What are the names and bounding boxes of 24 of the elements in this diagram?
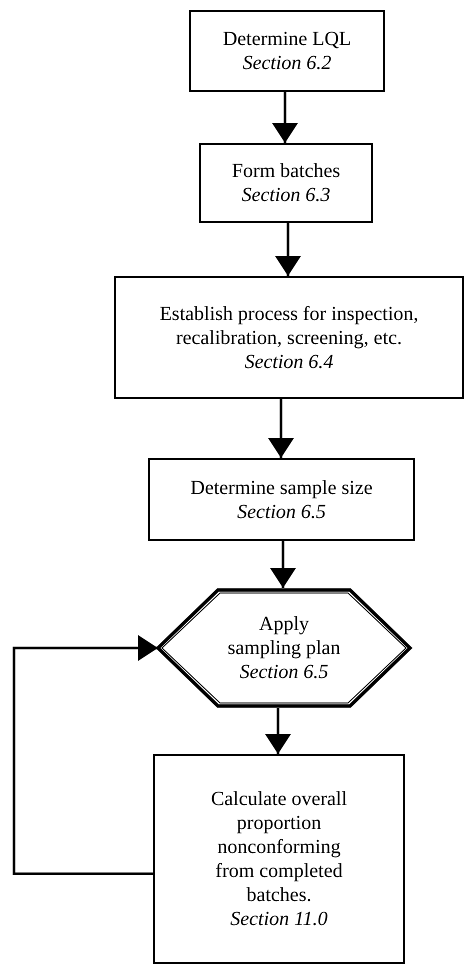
arrow (12, 635, 158, 875)
arrow (275, 223, 301, 276)
arrow (265, 708, 291, 754)
arrow (270, 541, 296, 588)
arrow (268, 399, 294, 458)
step-text: Apply sampling plan (226, 612, 342, 660)
section-reference: Section 6.2 (242, 51, 332, 75)
section-reference: Section 6.5 (240, 660, 328, 684)
step-text: Form batches (232, 159, 340, 183)
section-reference: Section 6.3 (242, 183, 330, 207)
section-reference: Section 11.0 (230, 907, 328, 931)
section-reference: Section 6.5 (237, 500, 326, 524)
arrow (272, 92, 298, 143)
step-text: Determine LQL (222, 27, 352, 51)
process-box (189, 10, 385, 92)
step-text: Establish process for inspection, recalibration, screening, etc. (158, 302, 420, 350)
process-box (114, 276, 464, 399)
section-reference: Section 6.4 (244, 350, 334, 374)
process-box (148, 458, 415, 541)
hexagon-step (158, 588, 410, 708)
step-text: Determine sample size (190, 476, 373, 500)
step-text: Calculate overall proportion nonconforming from completed batches. (210, 787, 348, 907)
process-box (153, 754, 405, 964)
process-box (199, 143, 373, 223)
